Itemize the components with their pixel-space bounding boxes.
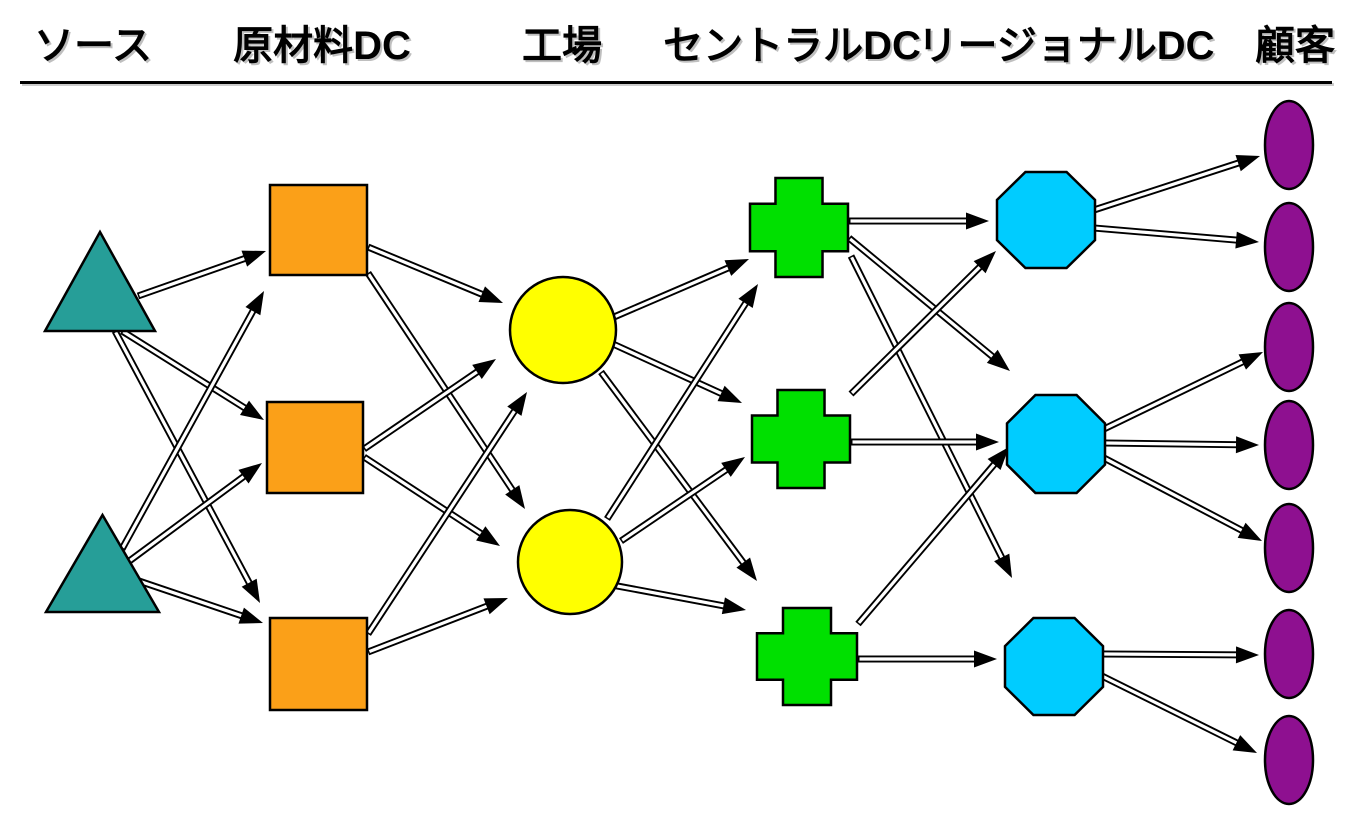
edge-regional-1-to-customer-1-gap	[1094, 160, 1241, 212]
node-regional-2[interactable]	[1005, 393, 1107, 495]
edge-factory-2-to-central-3-arrowhead[interactable]	[721, 597, 746, 615]
edge-regional-2-to-customer-4-arrowhead[interactable]	[1235, 436, 1259, 454]
edge-source-1-to-raw-3-arrowhead[interactable]	[241, 578, 260, 603]
edge-heads-layer	[238, 155, 1263, 753]
column-label-raw-dc: 原材料DC	[233, 24, 411, 68]
edge-central-1-to-regional-3-gap	[850, 256, 1005, 560]
node-factory-1[interactable]	[508, 275, 618, 385]
column-label-customer: 顧客	[1255, 24, 1335, 68]
edge-lines-layer	[111, 158, 1248, 748]
edge-central-1-to-regional-2-gap	[849, 237, 995, 359]
node-regional-1[interactable]	[995, 170, 1097, 270]
node-central-1[interactable]	[748, 176, 850, 279]
edge-raw-3-to-factory-1-arrowhead[interactable]	[507, 392, 527, 416]
edge-regional-1-to-customer-2-gap	[1095, 226, 1239, 242]
column-label-regional-dc: リージョナルDC	[917, 24, 1215, 68]
node-raw-1[interactable]	[268, 183, 369, 277]
edge-regional-3-to-customer-7-gap	[1102, 675, 1239, 746]
edge-factory-1-to-central-3-arrowhead[interactable]	[736, 557, 757, 581]
node-customer-3[interactable]	[1263, 301, 1315, 393]
edge-factory-2-to-central-3-gap	[613, 583, 726, 608]
edge-raw-3-to-factory-1-gap	[367, 408, 517, 634]
edge-factory-1-to-central-3-gap	[600, 372, 746, 566]
edge-raw-2-to-factory-1-arrowhead[interactable]	[472, 359, 496, 379]
edge-source-1-to-raw-1-gap	[138, 256, 247, 298]
edge-regional-1-to-customer-2-arrowhead[interactable]	[1235, 231, 1259, 249]
edge-source-2-to-raw-2-arrowhead[interactable]	[238, 463, 262, 484]
edge-regional-3-to-customer-6-arrowhead[interactable]	[1235, 646, 1259, 664]
node-customer-5[interactable]	[1263, 502, 1315, 594]
edge-central-3-to-regional-3-arrowhead[interactable]	[974, 650, 997, 668]
edge-factory-1-to-central-2-arrowhead[interactable]	[717, 385, 742, 403]
edge-raw-1-to-factory-1-arrowhead[interactable]	[478, 286, 503, 303]
node-source-2[interactable]	[43, 512, 162, 614]
edge-central-3-to-regional-2-arrowhead[interactable]	[987, 447, 1009, 471]
nodes-layer	[42, 99, 1315, 806]
edge-factory-2-to-central-1-arrowhead[interactable]	[738, 284, 758, 308]
edge-source-2-to-raw-1-gap	[121, 308, 256, 549]
edge-regional-2-to-customer-5-gap	[1104, 457, 1245, 533]
column-label-source: ソース	[34, 24, 152, 68]
edge-regional-2-to-customer-4-gap	[1105, 441, 1239, 447]
node-source-1[interactable]	[42, 229, 158, 333]
edge-raw-2-to-factory-1-gap	[364, 369, 480, 450]
node-customer-7[interactable]	[1263, 714, 1315, 806]
edge-source-1-to-raw-1-arrowhead[interactable]	[241, 250, 266, 267]
edge-regional-2-to-customer-3-gap	[1104, 359, 1245, 430]
edge-factory-1-to-central-2-gap	[613, 343, 724, 396]
node-central-3[interactable]	[755, 606, 859, 707]
edge-raw-3-to-factory-2-gap	[368, 604, 489, 653]
edge-raw-1-to-factory-2-gap	[367, 273, 515, 493]
edge-raw-2-to-factory-2-gap	[364, 456, 484, 536]
edge-factory-1-to-central-1-arrowhead[interactable]	[724, 259, 749, 276]
edge-regional-1-to-customer-1-arrowhead[interactable]	[1235, 155, 1260, 172]
node-raw-3[interactable]	[268, 616, 369, 712]
edge-factory-2-to-central-2-arrowhead[interactable]	[721, 457, 745, 477]
edge-factory-2-to-central-2-gap	[621, 467, 729, 542]
edge-source-2-to-raw-2-gap	[128, 474, 247, 563]
edge-raw-2-to-factory-2-arrowhead[interactable]	[476, 526, 500, 546]
node-raw-2[interactable]	[265, 400, 365, 495]
edge-regional-3-to-customer-6-gap	[1103, 652, 1239, 657]
edge-regional-3-to-customer-7-arrowhead[interactable]	[1232, 735, 1257, 753]
edge-source-2-to-raw-3-gap	[136, 578, 244, 618]
edge-source-2-to-raw-3-arrowhead[interactable]	[238, 607, 263, 624]
edge-source-1-to-raw-2-arrowhead[interactable]	[239, 400, 264, 420]
edge-source-2-to-raw-1-arrowhead[interactable]	[245, 291, 264, 316]
edge-central-2-to-regional-1-gap	[850, 264, 983, 395]
edge-central-1-to-regional-2-arrowhead[interactable]	[986, 349, 1010, 371]
edge-raw-1-to-factory-2-arrowhead[interactable]	[505, 485, 525, 509]
edge-raw-1-to-factory-1-gap	[368, 246, 485, 297]
node-factory-2[interactable]	[516, 508, 624, 616]
edge-source-1-to-raw-2-gap	[122, 330, 248, 411]
column-label-factory: 工場	[522, 24, 602, 68]
node-customer-2[interactable]	[1263, 201, 1315, 293]
edge-regional-2-to-customer-5-arrowhead[interactable]	[1237, 522, 1262, 541]
node-customer-6[interactable]	[1263, 608, 1315, 700]
edge-central-1-to-regional-3-arrowhead[interactable]	[994, 553, 1012, 578]
edge-regional-2-to-customer-3-arrowhead[interactable]	[1238, 352, 1263, 370]
node-customer-1[interactable]	[1263, 99, 1315, 191]
node-customer-4[interactable]	[1263, 399, 1315, 491]
edge-central-2-to-regional-1-arrowhead[interactable]	[973, 251, 996, 274]
edge-raw-3-to-factory-2-arrowhead[interactable]	[483, 598, 508, 615]
node-central-2[interactable]	[750, 388, 852, 490]
edge-central-2-to-regional-2-arrowhead[interactable]	[976, 433, 999, 451]
column-label-central-dc: セントラルDC	[663, 24, 921, 68]
edge-central-3-to-regional-2-gap	[857, 461, 997, 624]
edge-factory-1-to-central-1-gap	[614, 265, 731, 318]
edge-central-1-to-regional-1-arrowhead[interactable]	[966, 212, 989, 230]
edge-factory-2-to-central-1-gap	[606, 300, 748, 519]
header-divider-line	[20, 81, 1332, 84]
column-header: ソース 原材料DC 工場 セントラルDC リージョナルDC 顧客	[0, 0, 1371, 90]
node-regional-3[interactable]	[1003, 616, 1105, 717]
edge-source-1-to-raw-3-gap	[114, 331, 252, 586]
